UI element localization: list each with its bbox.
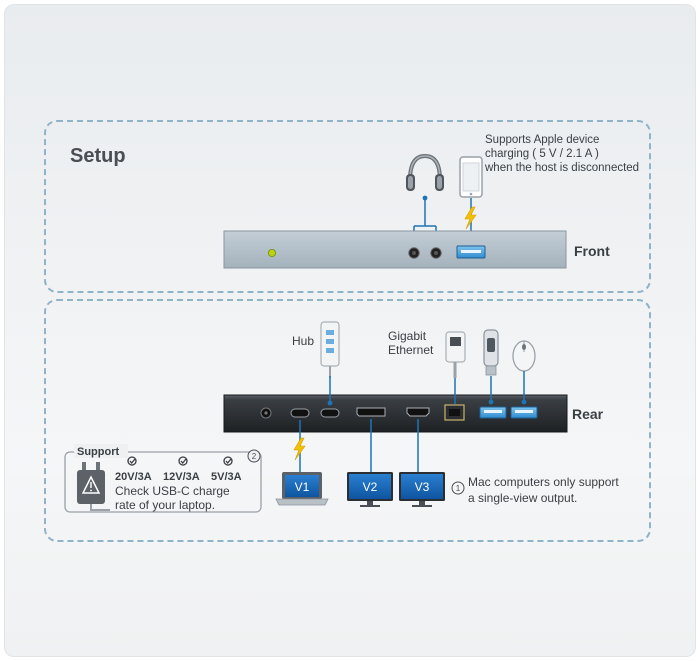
front-note-line: charging ( 5 V / 2.1 A ) [485, 148, 599, 160]
rating-12v: 12V/3A [163, 471, 200, 483]
display-label-v1: V1 [295, 480, 310, 494]
power-adapter-icon [77, 462, 110, 511]
front-note-line: when the host is disconnected [484, 162, 639, 174]
support-note-line: Check USB-C charge [115, 484, 230, 498]
hub-icon [320, 321, 340, 378]
mac-note: Mac computers only support a single-view… [468, 475, 622, 505]
mac-note-line: a single-view output. [468, 491, 577, 505]
rating-20v: 20V/3A [115, 471, 152, 483]
phone-icon [459, 156, 483, 198]
lightning-icon [293, 437, 306, 461]
front-section-border [44, 120, 651, 293]
page-title: Setup [70, 145, 126, 167]
mac-note-line: Mac computers only support [468, 475, 619, 489]
display-label-v3: V3 [415, 480, 430, 494]
support-marker [247, 449, 261, 463]
display-label-v2: V2 [363, 480, 378, 494]
support-note: Check USB-C charge rate of your laptop. [115, 484, 233, 512]
rear-device-panel [223, 394, 568, 433]
front-note-line: Supports Apple device [485, 134, 599, 146]
support-label: Support [77, 446, 119, 458]
support-note-line: rate of your laptop. [115, 498, 215, 512]
usb-drive-icon [483, 329, 499, 376]
monitor-icon [399, 472, 445, 507]
rear-label: Rear [572, 406, 604, 422]
front-device-panel [223, 230, 567, 269]
front-note: Supports Apple device charging ( 5 V / 2… [484, 134, 639, 174]
mouse-icon [512, 340, 536, 372]
hdmi-port [406, 407, 430, 417]
mac-note-marker [451, 481, 465, 495]
check-icon [178, 456, 188, 466]
headphones-icon [406, 153, 444, 191]
ethernet-adapter-icon [445, 331, 466, 378]
rating-5v: 5V/3A [211, 471, 242, 483]
usb-c-host-port [290, 408, 310, 418]
check-icon [127, 456, 137, 466]
rear-section-border [44, 299, 651, 542]
front-label: Front [574, 243, 610, 259]
support-box [64, 451, 262, 513]
power-led [267, 248, 276, 257]
ethernet-label-line: Gigabit [388, 329, 427, 343]
displayport-port [356, 407, 386, 417]
check-icon [223, 456, 233, 466]
hub-label: Hub [292, 334, 314, 348]
laptop-icon [275, 472, 329, 506]
page-frame [4, 4, 696, 657]
rear-connectors [299, 371, 525, 472]
ethernet-label: Gigabit Ethernet [388, 329, 434, 357]
usb-c-port [320, 408, 340, 418]
monitor-icon [347, 472, 393, 507]
mac-note-marker-number: 1 [456, 484, 461, 493]
lightning-icon [464, 206, 477, 230]
ethernet-label-line: Ethernet [388, 343, 434, 357]
support-marker-number: 2 [252, 452, 257, 461]
